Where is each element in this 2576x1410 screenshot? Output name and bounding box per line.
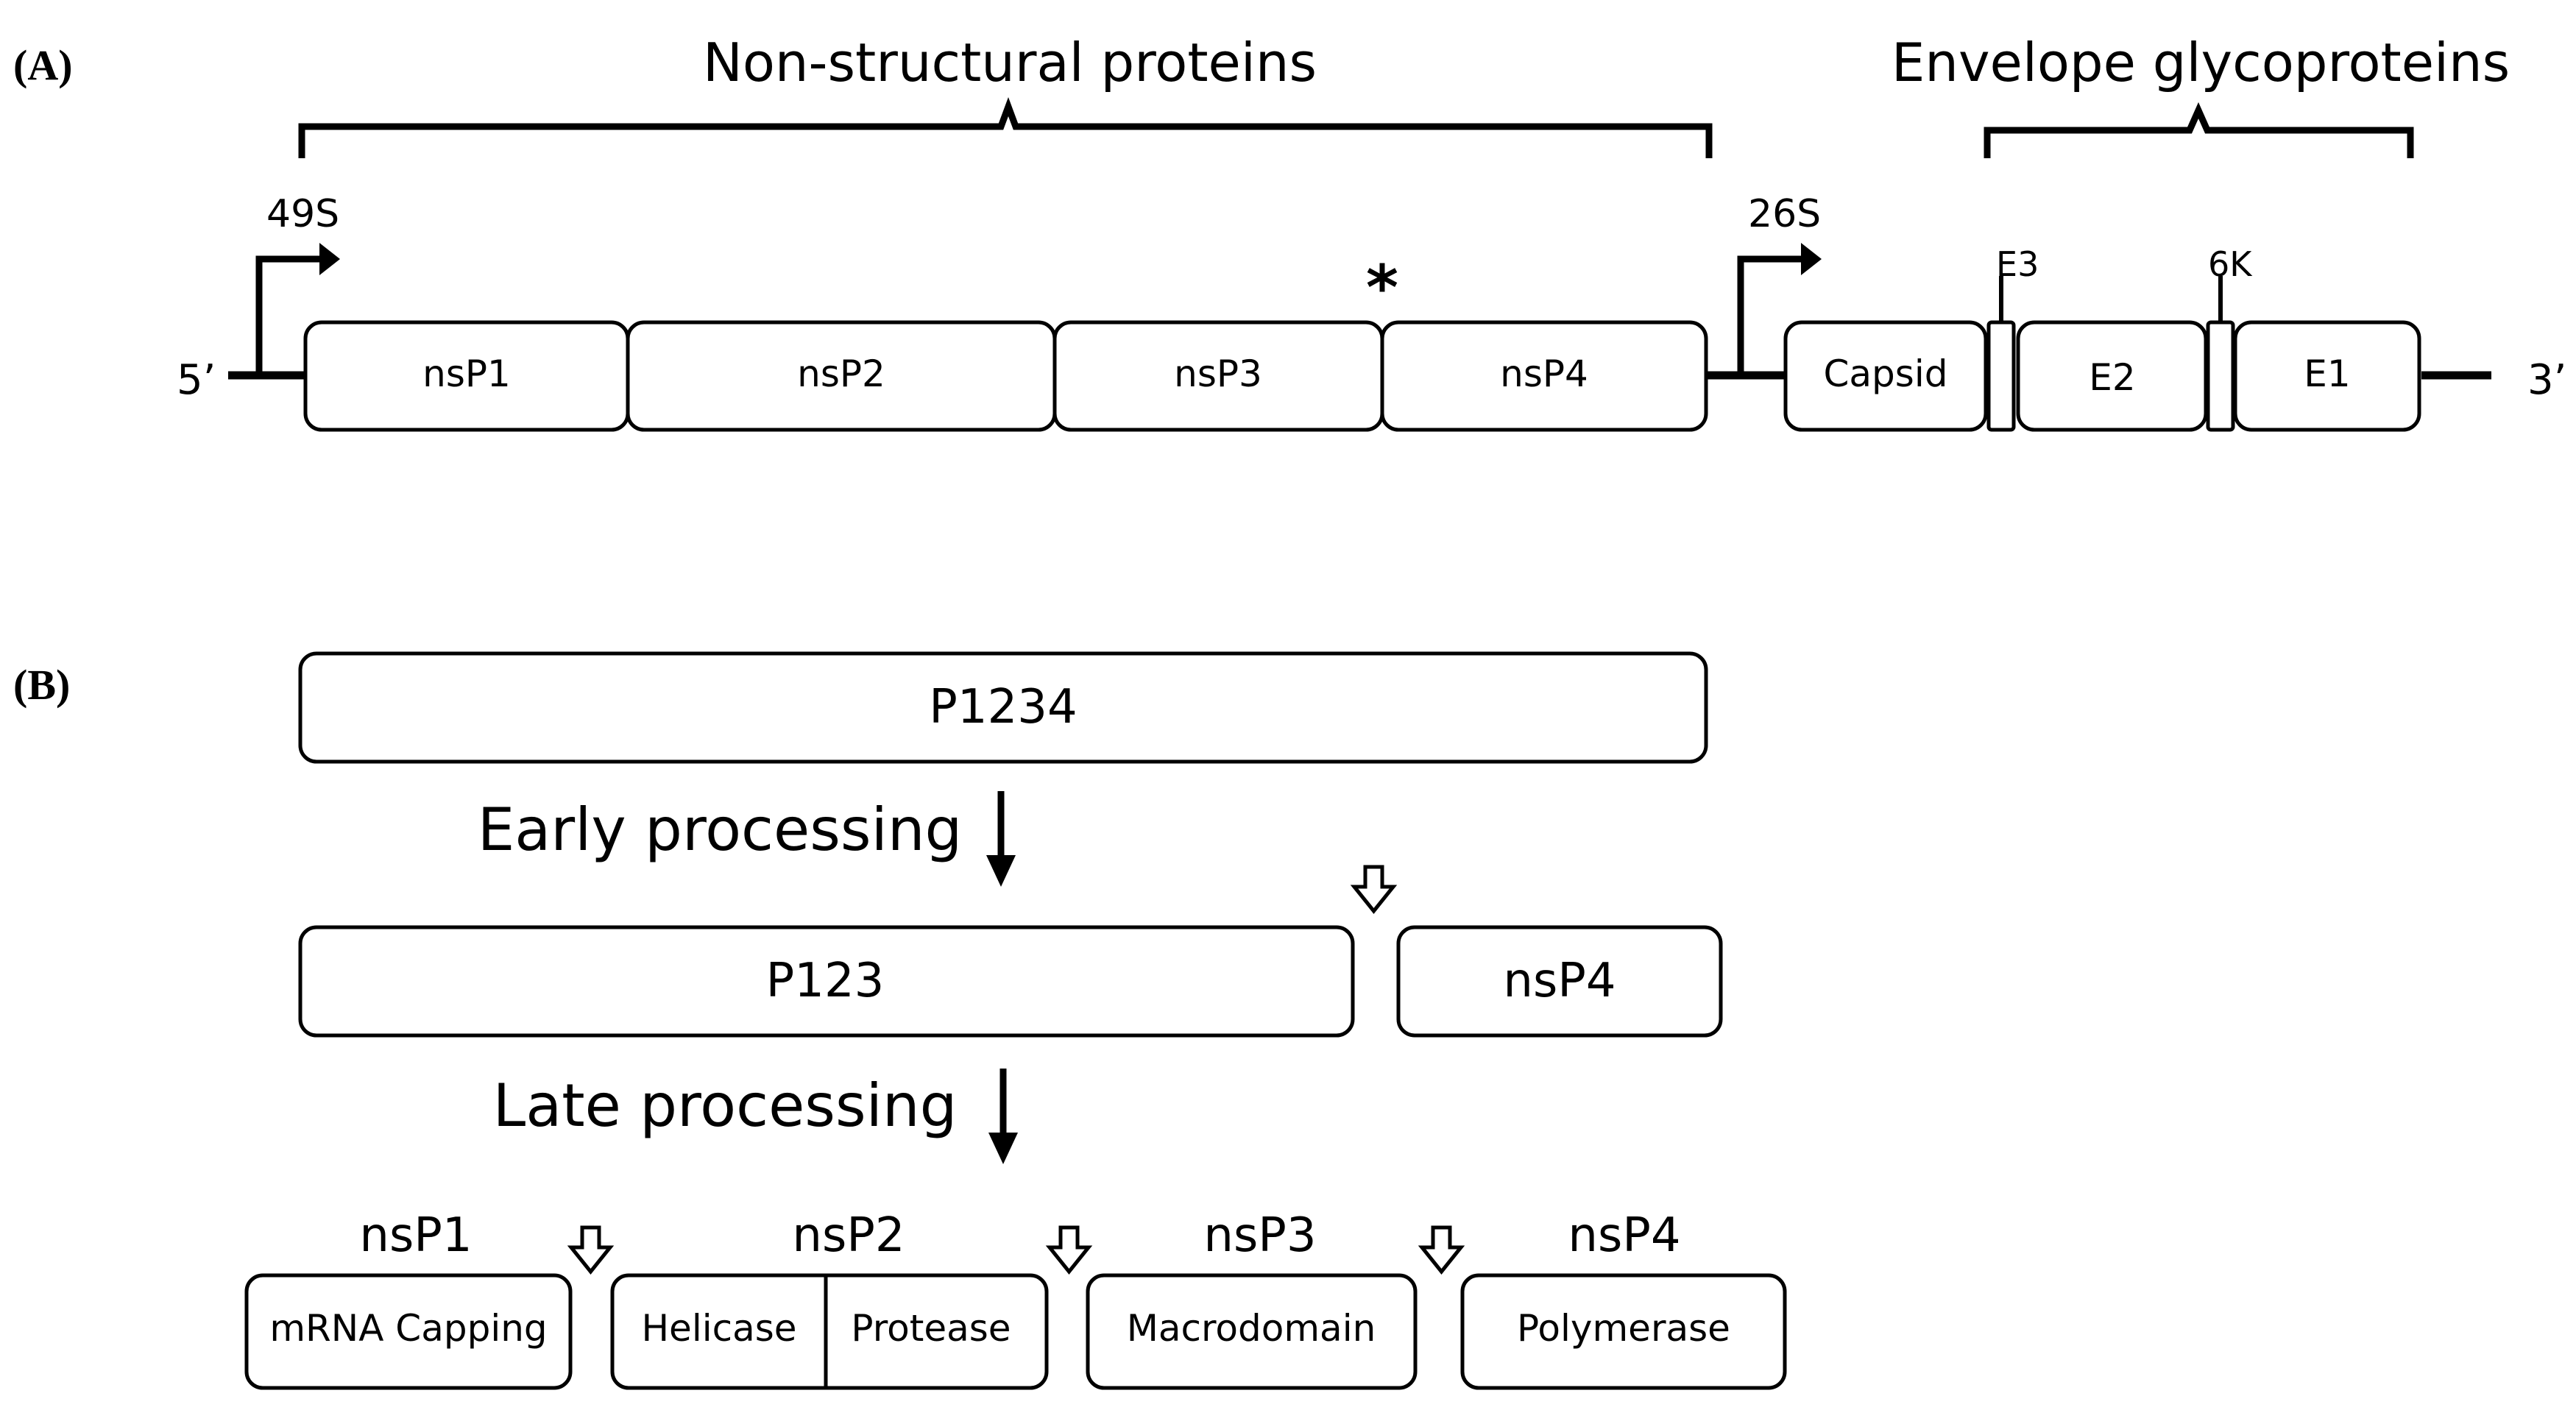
nsp4-polymerase-box (1460, 1273, 1787, 1390)
panel-a-label: (A) (13, 41, 73, 89)
nsp3-macrodomain-label: Macrodomain (1127, 1307, 1376, 1350)
promoter-26s-label: 26S (1748, 192, 1821, 236)
nsp2-box (610, 1273, 1049, 1390)
6k-segment (2206, 320, 2235, 432)
e2-segment (2016, 320, 2208, 432)
three-prime-end: 3’ (2527, 356, 2566, 404)
envelope-title: Envelope glycoproteins (1892, 32, 2510, 93)
capsid-segment (1783, 320, 1988, 432)
cleavage-site-arrow-early (1350, 865, 1398, 914)
envelope-bracket (1984, 102, 2414, 158)
capsid-segment-label: Capsid (1824, 352, 1948, 395)
nsp4-cleaved-label: nsP4 (1503, 954, 1616, 1008)
e1-segment (2233, 320, 2421, 432)
e2-segment-label: E2 (2089, 356, 2135, 399)
nsp4-polymerase-label: Polymerase (1517, 1307, 1730, 1350)
nsp2-protease-label: Protease (851, 1307, 1011, 1350)
late-processing-label: Late processing (493, 1071, 958, 1140)
promoter-49s-arrow (255, 255, 324, 375)
final-nsp4-title: nsP4 (1568, 1208, 1680, 1263)
e3-label: E3 (1996, 244, 2039, 284)
nsp4-cleaved-box (1396, 925, 1723, 1038)
final-nsp2-title: nsP2 (792, 1208, 905, 1263)
nsp3-macrodomain-box (1086, 1273, 1418, 1390)
e1-segment-label: E1 (2304, 352, 2350, 395)
nonstructural-title: Non-structural proteins (703, 32, 1317, 93)
nsp2-segment-label: nsP2 (797, 352, 885, 395)
late-processing-arrowhead (988, 1133, 1018, 1164)
cleavage-site-arrow-2-3 (1045, 1225, 1093, 1275)
early-processing-label: Early processing (478, 796, 963, 864)
p123-label: P123 (766, 954, 885, 1008)
promoter-26s-arrowhead (1801, 243, 1822, 275)
nsp4-segment-label: nsP4 (1500, 352, 1588, 395)
cleavage-site-arrow-3-4 (1418, 1225, 1465, 1275)
panel-b-label: (B) (13, 661, 70, 709)
nsp4-segment (1380, 320, 1708, 432)
nsp2-helicase-label: Helicase (641, 1307, 796, 1350)
promoter-49s-arrowhead (319, 243, 340, 275)
nsp1-segment-label: nsP1 (422, 352, 511, 395)
promoter-26s-arrow (1737, 255, 1805, 375)
p123-polyprotein (298, 925, 1355, 1038)
cleavage-site-arrow-1-2 (567, 1225, 615, 1275)
6k-label: 6K (2208, 244, 2253, 284)
nonstructural-bracket (298, 97, 1713, 158)
five-prime-end: 5’ (177, 356, 216, 404)
opal-stop-asterisk: * (1366, 252, 1398, 324)
e3-segment (1986, 320, 2016, 432)
p1234-label: P1234 (929, 680, 1077, 734)
final-nsp3-title: nsP3 (1203, 1208, 1316, 1263)
final-nsp1-title: nsP1 (359, 1208, 472, 1263)
early-processing-arrowhead (986, 855, 1016, 887)
promoter-49s-label: 49S (266, 192, 339, 236)
nsp3-segment-label: nsP3 (1174, 352, 1262, 395)
p1234-polyprotein (298, 651, 1708, 764)
nsp1-capping-box (244, 1273, 573, 1390)
nsp1-capping-label: mRNA Capping (269, 1307, 547, 1350)
